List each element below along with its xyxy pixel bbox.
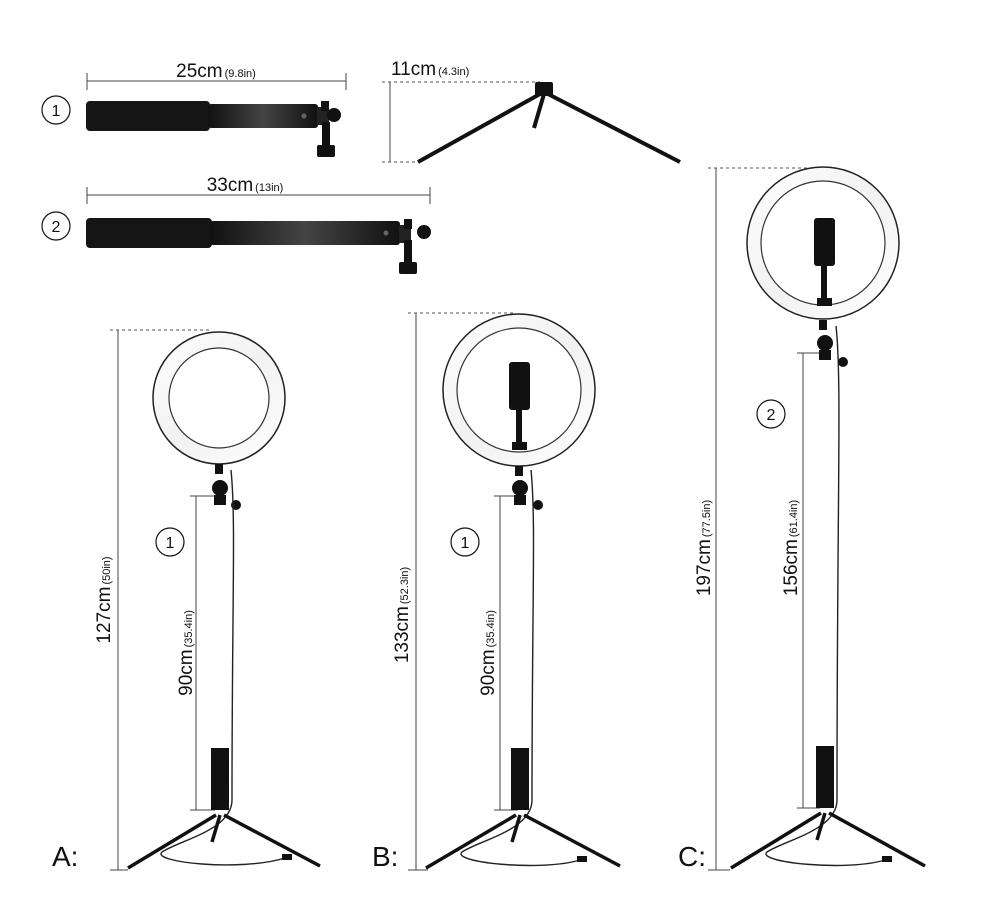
marker-1-top: 1 — [41, 95, 71, 125]
ring-light-a-image — [127, 331, 321, 870]
svg-text:1: 1 — [461, 535, 470, 552]
stick-2-length-label: 33cm(13in) — [207, 175, 284, 196]
stick-1-length-label: 25cm(9.8in) — [176, 61, 256, 82]
ring-light-c-image — [730, 166, 926, 870]
config-a-label: A: — [52, 841, 78, 872]
marker-2-c: 2 — [756, 399, 786, 429]
marker-1-a: 1 — [155, 527, 185, 557]
marker-1-b: 1 — [450, 527, 480, 557]
tripod-group: 11cm(4.3in) — [382, 59, 681, 164]
svg-text:2: 2 — [52, 219, 61, 236]
mini-tripod-image — [417, 82, 681, 164]
selfie-stick-long-image — [86, 218, 431, 274]
tripod-height-label: 11cm(4.3in) — [391, 59, 469, 80]
c-pole-height-label: 156cm(61.4in) — [781, 500, 802, 596]
stick-1-group: 25cm(9.8in) 1 — [41, 61, 347, 157]
config-b-label: B: — [372, 841, 398, 872]
a-total-height-label: 127cm(50in) — [94, 556, 115, 643]
ring-light-b-image — [425, 313, 621, 870]
marker-2-top: 2 — [41, 211, 71, 241]
svg-text:1: 1 — [166, 535, 175, 552]
b-total-height-label: 133cm(52.3in) — [392, 567, 413, 663]
b-pole-height-label: 90cm(35.4in) — [478, 610, 499, 696]
config-c-group: 197cm(77.5in) 156cm(61.4in) 2 — [678, 166, 926, 872]
selfie-stick-short-image — [86, 101, 341, 157]
stick-2-group: 33cm(13in) 2 — [41, 175, 431, 274]
config-a-group: 127cm(50in) 90cm(35.4in) 1 A: — [52, 329, 321, 872]
svg-text:1: 1 — [52, 103, 61, 120]
config-b-group: 133cm(52.3in) 90cm(35.4in) 1 — [372, 312, 621, 872]
config-c-label: C: — [678, 841, 706, 872]
svg-text:2: 2 — [767, 407, 776, 424]
c-total-height-label: 197cm(77.5in) — [694, 500, 715, 596]
a-pole-height-label: 90cm(35.4in) — [176, 610, 197, 696]
